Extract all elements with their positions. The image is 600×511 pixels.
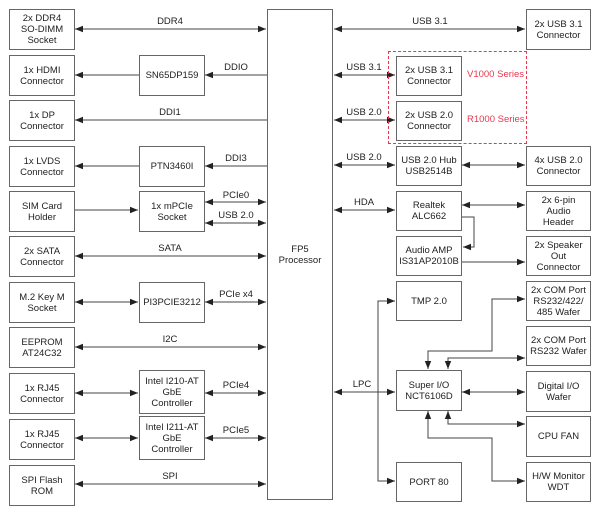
com-port-rs232-label: 2x COM Port RS232 Wafer xyxy=(530,335,587,357)
bus-label-ddio: DDIO xyxy=(224,62,248,73)
bus-label-hda: HDA xyxy=(353,197,375,208)
super-io-box: Super I/O NCT6106D xyxy=(396,370,462,411)
usb20-connector-box: 4x USB 2.0 Connector xyxy=(526,146,591,186)
i210-controller-label: Intel I210-AT GbE Controller xyxy=(145,375,199,409)
super-io-label: Super I/O NCT6106D xyxy=(405,379,453,402)
rj45-connector-2-box: 1x RJ45 Connector xyxy=(9,419,75,460)
com-port-rs232-box: 2x COM Port RS232 Wafer xyxy=(526,326,591,366)
v1000-usb31-connector-label: 2x USB 3.1 Connector xyxy=(404,65,454,87)
cpu-fan-box: CPU FAN xyxy=(526,416,591,457)
bus-label-pcie5: PCIe5 xyxy=(222,425,250,436)
com1-link xyxy=(424,295,525,369)
bus-label-ddi3: DDI3 xyxy=(225,153,247,164)
audio-header-label: 2x 6-pin Audio Header xyxy=(541,194,576,228)
bus-label-lpc: LPC xyxy=(352,379,372,390)
bus-label-ddi1: DDI1 xyxy=(159,107,181,118)
i210-controller-box: Intel I210-AT GbE Controller xyxy=(139,370,205,414)
v1000-series-label: V1000 Series xyxy=(467,69,525,80)
audio-header-box: 2x 6-pin Audio Header xyxy=(526,191,591,231)
dp-connector-box: 1x DP Connector xyxy=(9,100,75,141)
m2-socket-box: M.2 Key M Socket xyxy=(9,282,75,323)
sim-card-box: SIM Card Holder xyxy=(9,191,75,232)
hwmon-link xyxy=(424,411,525,485)
speaker-out-box: 2x Speaker Out Connector xyxy=(526,236,591,276)
bus-label-pcie-x4: PCIe x4 xyxy=(219,289,253,300)
sn65dp159-label: SN65DP159 xyxy=(145,70,199,81)
hw-monitor-label: H/W Monitor WDT xyxy=(532,471,585,493)
com-port-rs485-box: 2x COM Port RS232/422/ 485 Wafer xyxy=(526,281,591,321)
pi3pcie3212-box: PI3PCIE3212 xyxy=(139,282,205,323)
spi-flash-label: SPI Flash ROM xyxy=(21,474,63,497)
fan-link xyxy=(444,411,525,428)
realtek-alc662-box: Realtek ALC662 xyxy=(396,191,462,231)
i211-controller-box: Intel I211-AT GbE Controller xyxy=(139,416,205,460)
digital-io-box: Digital I/O Wafer xyxy=(526,371,591,412)
port80-box: PORT 80 xyxy=(396,462,462,502)
ddr4-socket-box: 2x DDR4 SO-DIMM Socket xyxy=(9,9,75,50)
speaker-out-label: 2x Speaker Out Connector xyxy=(534,239,583,273)
bus-label-usb31-top: USB 3.1 xyxy=(412,16,448,27)
tmp-box: TMP 2.0 xyxy=(396,281,462,321)
usb-hub-label: USB 2.0 Hub USB2514B xyxy=(401,155,457,177)
tmp-link xyxy=(377,297,395,392)
audio-amp-box: Audio AMP IS31AP2010B xyxy=(396,236,462,276)
eeprom-label: EEPROM AT24C32 xyxy=(21,336,63,359)
port80-link xyxy=(377,392,395,485)
series-option-group xyxy=(388,51,527,144)
rj45-connector-2-label: 1x RJ45 Connector xyxy=(20,428,64,451)
usb-hub-box: USB 2.0 Hub USB2514B xyxy=(396,146,462,186)
hw-monitor-box: H/W Monitor WDT xyxy=(526,462,591,502)
dp-connector-label: 1x DP Connector xyxy=(20,109,64,132)
v1000-usb31-connector-box: 2x USB 3.1 Connector xyxy=(396,56,462,96)
m2-socket-label: M.2 Key M Socket xyxy=(19,291,65,314)
bus-label-usb20-b: USB 2.0 xyxy=(346,152,382,163)
pi3pcie3212-label: PI3PCIE3212 xyxy=(143,297,201,308)
realtek-alc662-label: Realtek ALC662 xyxy=(411,200,447,222)
cpu-fan-label: CPU FAN xyxy=(537,431,580,442)
com-port-rs485-label: 2x COM Port RS232/422/ 485 Wafer xyxy=(531,284,586,318)
audio-amp-label: Audio AMP IS31AP2010B xyxy=(399,245,459,267)
sim-card-label: SIM Card Holder xyxy=(21,200,63,223)
com2-link xyxy=(444,354,525,369)
hdmi-connector-box: 1x HDMI Connector xyxy=(9,55,75,96)
realtek-amp-link xyxy=(462,216,475,251)
bus-label-usb31: USB 3.1 xyxy=(346,62,382,73)
r1000-usb20-connector-box: 2x USB 2.0 Connector xyxy=(396,101,462,141)
usb31-connector-label: 2x USB 3.1 Connector xyxy=(534,18,583,41)
fp5-processor: FP5 Processor xyxy=(267,9,333,500)
sata-connector-box: 2x SATA Connector xyxy=(9,236,75,277)
eeprom-box: EEPROM AT24C32 xyxy=(9,327,75,368)
ptn3460i-box: PTN3460I xyxy=(139,146,205,187)
lvds-connector-label: 1x LVDS Connector xyxy=(20,155,64,178)
processor-label: FP5 Processor xyxy=(278,243,322,266)
lvds-connector-box: 1x LVDS Connector xyxy=(9,146,75,187)
rj45-connector-1-label: 1x RJ45 Connector xyxy=(20,382,64,405)
rj45-connector-1-box: 1x RJ45 Connector xyxy=(9,373,75,414)
mpcie-socket-box: 1x mPCIe Socket xyxy=(139,191,205,232)
usb20-connector-label: 4x USB 2.0 Connector xyxy=(534,155,583,177)
spi-flash-box: SPI Flash ROM xyxy=(9,465,75,506)
r1000-series-label: R1000 Series xyxy=(467,114,525,125)
bus-label-ddr4: DDR4 xyxy=(157,16,183,27)
tmp-label: TMP 2.0 xyxy=(411,295,447,307)
digital-io-label: Digital I/O Wafer xyxy=(537,380,580,403)
usb31-connector-box: 2x USB 3.1 Connector xyxy=(526,9,591,50)
port80-label: PORT 80 xyxy=(409,476,449,488)
r1000-usb20-connector-label: 2x USB 2.0 Connector xyxy=(404,110,454,132)
hdmi-connector-label: 1x HDMI Connector xyxy=(20,64,64,87)
ddr4-socket-label: 2x DDR4 SO-DIMM Socket xyxy=(20,13,64,46)
bus-label-sata: SATA xyxy=(158,243,182,254)
bus-label-spi: SPI xyxy=(162,471,178,482)
bus-label-pcie4: PCIe4 xyxy=(222,380,250,391)
bus-label-i2c: I2C xyxy=(162,334,178,345)
mpcie-socket-label: 1x mPCIe Socket xyxy=(151,200,193,223)
bus-label-usb20-a: USB 2.0 xyxy=(346,107,382,118)
ptn3460i-label: PTN3460I xyxy=(150,161,194,172)
bus-label-pcie0: PCIe0 xyxy=(222,190,250,201)
sn65dp159-box: SN65DP159 xyxy=(139,55,205,96)
bus-label-usb20: USB 2.0 xyxy=(218,210,254,221)
sata-connector-label: 2x SATA Connector xyxy=(20,245,64,268)
i211-controller-label: Intel I211-AT GbE Controller xyxy=(145,421,199,455)
